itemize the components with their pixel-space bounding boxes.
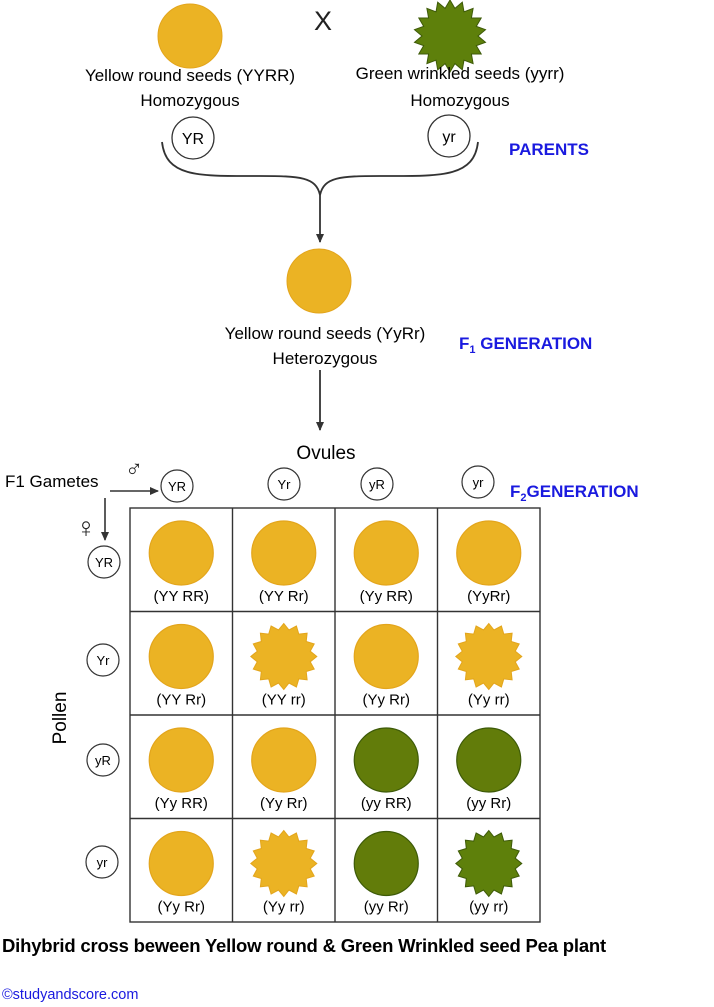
f1-zygosity: Heterozygous (273, 349, 378, 368)
pollen-gamete-label: yr (97, 855, 109, 870)
punnett-cell: (Yy rr) (455, 622, 523, 709)
parents-label: PARENTS (509, 140, 589, 159)
diagram-caption: Dihybrid cross beween Yellow round & Gre… (2, 935, 606, 956)
round-seed (353, 520, 419, 586)
parent-right-gamete-circle (427, 114, 471, 158)
ovule-gamete-label: YR (168, 479, 186, 494)
parent-green-wrinkled-seed (413, 0, 487, 73)
gamete-circle (86, 743, 120, 777)
wrinkled-seed (250, 622, 318, 691)
gamete-circle (267, 467, 301, 501)
punnett-cell: (Yy Rr) (251, 727, 317, 812)
genotype-label: (yy Rr) (364, 899, 409, 916)
round-seed (456, 520, 522, 586)
pollen-gamete-label: Yr (97, 653, 111, 668)
genotype-label: (Yy RR) (360, 588, 413, 605)
punnett-cell: (Yy rr) (250, 829, 318, 916)
cross-symbol: X (314, 6, 332, 36)
parent-yellow-round-seed (157, 3, 223, 69)
ovule-gamete-label: Yr (278, 477, 292, 492)
parent-left-gamete: YR (182, 131, 204, 148)
punnett-cell: (yy RR) (353, 727, 419, 812)
gamete-circle (160, 469, 194, 503)
wrinkled-seed (455, 829, 523, 898)
parent-left-zygosity: Homozygous (140, 91, 239, 110)
gamete-circle (85, 845, 119, 879)
parent-left-name: Yellow round seeds (YYRR) (85, 66, 295, 85)
parent-right-zygosity: Homozygous (410, 91, 509, 110)
wrinkled-seed (250, 829, 318, 898)
round-seed (148, 727, 214, 793)
genotype-label: (Yy rr) (468, 692, 510, 709)
punnett-cell: (Yy Rr) (148, 830, 214, 916)
punnett-cell: (Yy RR) (353, 520, 419, 605)
punnett-cell: (Yy RR) (148, 727, 214, 812)
f1-name: Yellow round seeds (YyRr) (225, 324, 426, 343)
round-seed (353, 727, 419, 793)
genotype-label: (YY Rr) (156, 692, 206, 709)
round-seed (148, 520, 214, 586)
gamete-circle (360, 467, 394, 501)
genotype-label: (Yy Rr) (158, 899, 206, 916)
genotype-label: (yy RR) (361, 795, 412, 812)
round-seed (353, 830, 419, 897)
genotype-label: (YY RR) (153, 588, 209, 605)
genotype-label: (YyRr) (467, 588, 510, 605)
ovule-gametes: YR Yr yR yr (160, 465, 495, 503)
ovule-gamete-label: yr (473, 475, 485, 490)
credit-link[interactable]: ©studyandscore.com (2, 987, 139, 1003)
genotype-label: (YY rr) (262, 692, 306, 709)
f1-generation-label: F1 GENERATION (459, 334, 592, 356)
punnett-cell: (YyRr) (456, 520, 522, 605)
parent-right-gamete: yr (442, 129, 456, 146)
pollen-gamete-label: YR (95, 555, 113, 570)
gamete-circle (87, 545, 121, 579)
gamete-circle (461, 465, 495, 499)
f2-generation-label: F2GENERATION (510, 482, 639, 504)
round-seed (251, 727, 317, 793)
round-seed (148, 830, 214, 897)
round-seed (353, 623, 419, 690)
wrinkled-seed (455, 622, 523, 691)
parent-left-gamete-circle (171, 116, 215, 160)
punnett-cell: (YY rr) (250, 622, 318, 709)
punnett-cell: (yy Rr) (456, 727, 522, 812)
ovule-gamete-label: yR (369, 477, 385, 492)
genotype-label: (Yy RR) (155, 795, 208, 812)
gamete-circle (86, 643, 120, 677)
ovules-label: Ovules (296, 443, 355, 464)
round-seed (251, 520, 317, 586)
genotype-label: (Yy Rr) (260, 795, 308, 812)
punnett-cell: (YY RR) (148, 520, 214, 605)
genotype-label: (Yy rr) (263, 899, 305, 916)
punnett-cell: (yy Rr) (353, 830, 419, 916)
pollen-label: Pollen (50, 692, 71, 745)
genotype-label: (Yy Rr) (363, 692, 411, 709)
pollen-gamete-label: yR (95, 753, 111, 768)
genotype-label: (yy Rr) (466, 795, 511, 812)
male-symbol: ♂ (125, 456, 143, 483)
punnett-square: (YY RR) (YY Rr) (Yy RR) (YyRr) (YY Rr) (YY rr… (129, 507, 541, 923)
punnett-cell: (YY Rr) (251, 520, 317, 605)
genotype-label: (yy rr) (469, 899, 508, 916)
genotype-label: (YY Rr) (259, 588, 309, 605)
pollen-gametes: YR Yr yR yr (85, 545, 121, 879)
punnett-cell: (YY Rr) (148, 623, 214, 709)
round-seed (456, 727, 522, 793)
parent-right-name: Green wrinkled seeds (yyrr) (356, 64, 565, 83)
round-seed (148, 623, 214, 690)
f1-gametes-label: F1 Gametes (5, 472, 99, 491)
female-symbol: ♀ (76, 512, 97, 543)
f1-yellow-round-seed (286, 248, 352, 314)
punnett-cell: (yy rr) (455, 829, 523, 916)
punnett-cell: (Yy Rr) (353, 623, 419, 709)
